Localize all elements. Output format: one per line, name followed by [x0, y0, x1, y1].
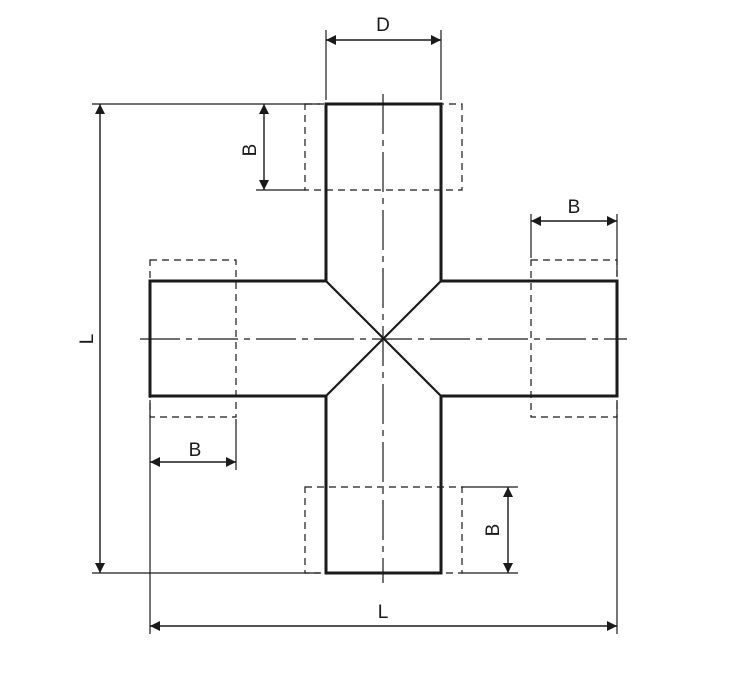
- label-socket-left: B: [189, 440, 202, 461]
- socket-outlines: [149, 103, 618, 574]
- socket-left: [149, 259, 237, 418]
- dimension-lines: [95, 35, 617, 631]
- centerlines: [140, 94, 627, 583]
- extension-lines: [92, 30, 618, 634]
- socket-top: [304, 103, 463, 191]
- label-diameter: D: [376, 15, 390, 36]
- label-socket-top: B: [240, 144, 261, 157]
- label-socket-right: B: [568, 197, 581, 218]
- label-length-vertical: L: [77, 334, 98, 345]
- socket-bottom: [304, 486, 463, 574]
- socket-right: [530, 259, 618, 418]
- label-length-horizontal: L: [378, 602, 389, 623]
- label-socket-bottom: B: [483, 524, 504, 537]
